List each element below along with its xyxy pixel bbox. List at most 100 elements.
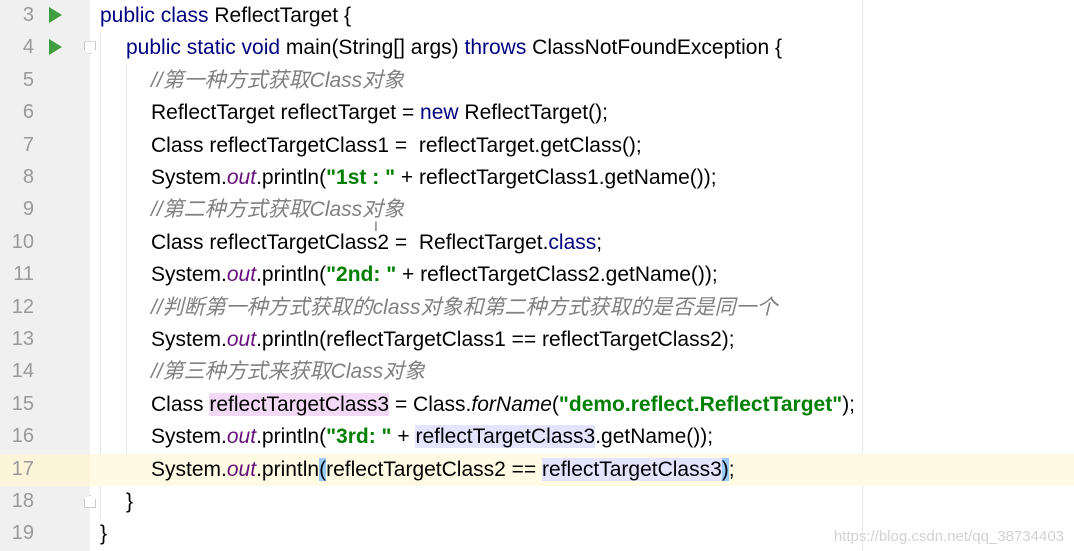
indent-guide — [100, 32, 101, 519]
code-token: .println — [256, 457, 320, 481]
code-line[interactable]: 4 public static void main(String[] args) … — [0, 32, 1074, 64]
code-token: } — [126, 490, 134, 513]
code-token: ReflectTarget(); — [464, 101, 608, 125]
code-token: reflectTargetClass2 == — [326, 457, 543, 481]
gutter-cell[interactable]: 3 — [0, 0, 90, 32]
code-line[interactable]: 16 System.out.println("3rd: " + reflectTa… — [0, 421, 1074, 453]
code-token: + reflectTargetClass2.getName()); — [396, 263, 718, 287]
line-number: 10 — [11, 230, 34, 253]
code-text[interactable]: public static void main(String[] args) t… — [126, 36, 782, 60]
gutter-cell[interactable]: 8 — [0, 162, 90, 194]
code-token: ); — [842, 392, 856, 416]
fold-marker-icon[interactable] — [84, 495, 96, 508]
gutter-cell[interactable]: 17 — [0, 453, 90, 486]
code-token: + reflectTargetClass1.getName()); — [395, 166, 717, 189]
watermark: https://blog.csdn.net/qq_38734403 — [833, 528, 1064, 545]
code-token: } — [100, 522, 108, 546]
code-token: System. — [151, 166, 227, 189]
code-line[interactable]: 7 Class reflectTargetClass1 = reflectTarg… — [0, 130, 1074, 162]
code-line[interactable]: 10 Class reflectTargetClass2 = ReflectTar… — [0, 227, 1074, 259]
gutter-cell[interactable]: 15 — [0, 389, 90, 421]
code-token: ( — [319, 457, 327, 481]
line-number: 17 — [11, 457, 34, 480]
line-number: 8 — [22, 166, 34, 188]
code-token: forName — [471, 392, 552, 416]
code-line[interactable]: 13 System.out.println(reflectTargetClass1… — [0, 324, 1074, 356]
code-text[interactable]: Class reflectTargetClass1 = reflectTarge… — [151, 134, 642, 158]
line-number: 14 — [11, 360, 34, 383]
gutter-cell[interactable]: 10 — [0, 227, 90, 259]
code-line[interactable]: 12 //判断第一种方式获取的class对象和第二种方式获取的是否是同一个 — [0, 292, 1074, 324]
code-token: out — [226, 328, 257, 351]
code-line[interactable]: 19} — [0, 518, 1074, 550]
code-token: main(String[] args) — [285, 36, 465, 60]
code-text[interactable]: System.out.println(reflectTargetClass1 =… — [151, 328, 735, 352]
right-margin-guide — [862, 0, 863, 551]
code-text[interactable]: //第三种方式来获取Class对象 — [151, 360, 425, 384]
code-token: .println( — [256, 263, 327, 287]
code-token: .println( — [256, 425, 327, 449]
gutter-cell[interactable]: 19 — [0, 518, 90, 550]
code-text[interactable]: Class reflectTargetClass3 = Class.forNam… — [151, 392, 856, 417]
gutter-cell[interactable]: 11 — [0, 259, 90, 291]
code-token: ( — [551, 392, 559, 416]
code-text[interactable]: //第一种方式获取Class对象 — [151, 69, 404, 93]
code-text[interactable]: //判断第一种方式获取的class对象和第二种方式获取的是否是同一个 — [151, 296, 778, 320]
gutter-cell[interactable]: 18 — [0, 486, 96, 518]
code-text[interactable]: public class ReflectTarget { — [100, 4, 351, 28]
code-line[interactable]: 15 Class reflectTargetClass3 = Class.forN… — [0, 389, 1074, 421]
line-number: 13 — [11, 328, 34, 350]
code-token: out — [226, 425, 257, 449]
code-text[interactable]: System.out.println("2nd: " + reflectTarg… — [151, 263, 718, 287]
run-gutter-icon[interactable] — [49, 39, 62, 56]
code-line[interactable]: 18} — [0, 486, 1074, 518]
code-text[interactable]: System.out.println("3rd: " + reflectTarg… — [151, 425, 713, 449]
fold-marker-icon[interactable] — [84, 41, 96, 55]
line-number: 9 — [22, 198, 34, 221]
gutter-cell[interactable]: 5 — [0, 65, 90, 97]
code-token: public static void — [126, 36, 286, 60]
code-token: ClassNotFoundException { — [532, 36, 782, 60]
code-line[interactable]: 8 System.out.println("1st : " + reflectTa… — [0, 162, 1074, 194]
code-line[interactable]: 6 ReflectTarget reflectTarget = new Refle… — [0, 97, 1074, 129]
gutter-cell[interactable]: 13 — [0, 324, 90, 356]
code-line[interactable]: 3 public class ReflectTarget { — [0, 0, 1074, 32]
code-token: System. — [151, 425, 227, 449]
gutter-cell[interactable]: 16 — [0, 421, 90, 453]
code-token: //第一种方式获取Class对象 — [151, 68, 405, 92]
code-line[interactable]: 17 System.out.println(reflectTargetClass2… — [0, 453, 1074, 486]
code-text[interactable]: ReflectTarget reflectTarget = new Reflec… — [151, 101, 608, 125]
code-line[interactable]: 14 //第三种方式来获取Class对象 — [0, 356, 1074, 388]
code-text[interactable]: Class reflectTargetClass2 = ReflectTarge… — [151, 231, 602, 255]
gutter-cell[interactable]: 7 — [0, 130, 90, 162]
code-token: ReflectTarget { — [214, 4, 351, 27]
line-number: 4 — [22, 36, 34, 59]
run-gutter-icon[interactable] — [49, 7, 62, 23]
code-token: "2nd: " — [326, 263, 397, 287]
mouse-ibeam-cursor: I — [374, 218, 378, 234]
code-token: //判断第一种方式获取的class对象和第二种方式获取的是否是同一个 — [151, 295, 778, 319]
code-token: class — [548, 230, 597, 254]
gutter-cell[interactable]: 12 — [0, 292, 90, 324]
code-line[interactable]: 5 //第一种方式获取Class对象 — [0, 65, 1074, 97]
code-token: reflectTargetClass3 — [415, 425, 596, 449]
code-text[interactable]: System.out.println(reflectTargetClass2 =… — [151, 457, 735, 482]
code-token: .println( — [256, 166, 327, 189]
code-text[interactable]: } — [100, 522, 107, 546]
code-token: Class reflectTargetClass2 = ReflectTarge… — [151, 230, 549, 254]
code-text[interactable]: System.out.println("1st : " + reflectTar… — [151, 166, 717, 190]
code-token: public class — [100, 4, 215, 27]
gutter-cell[interactable]: 4 — [0, 32, 96, 64]
code-token: ; — [596, 230, 603, 254]
gutter-cell[interactable]: 9 — [0, 194, 90, 226]
code-line[interactable]: 11 System.out.println("2nd: " + reflectTa… — [0, 259, 1074, 291]
gutter-cell[interactable]: 14 — [0, 356, 90, 388]
gutter-cell[interactable]: 6 — [0, 97, 90, 129]
line-number: 18 — [11, 490, 34, 512]
code-token: throws — [464, 36, 533, 60]
code-token: "1st : " — [326, 166, 396, 189]
code-text[interactable]: } — [126, 490, 133, 514]
code-line[interactable]: 9 //第二种方式获取Class对象 — [0, 194, 1074, 226]
code-text[interactable]: //第二种方式获取Class对象 — [151, 198, 404, 222]
